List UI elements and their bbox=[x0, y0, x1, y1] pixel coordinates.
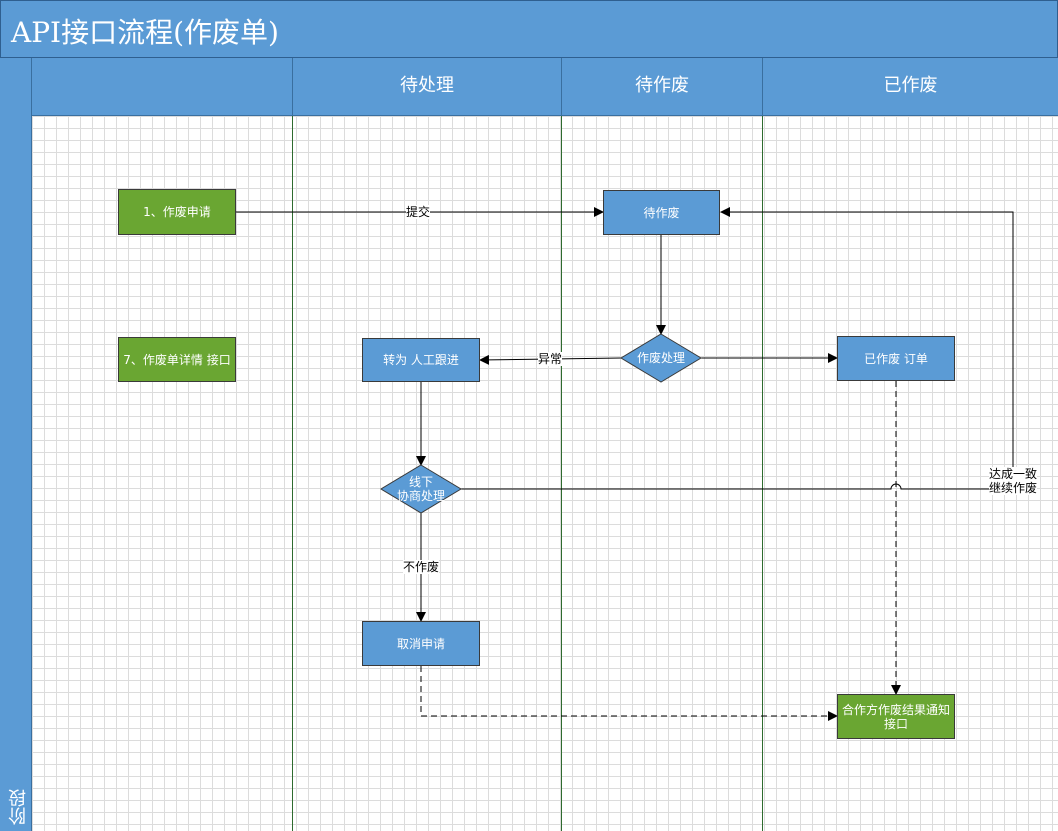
lane-divider bbox=[292, 116, 293, 831]
edge-label-agree: 达成一致 继续作废 bbox=[989, 467, 1038, 495]
decision-offline-shape bbox=[380, 464, 462, 514]
decision-handle-shape bbox=[620, 333, 702, 383]
lane-header-voided: 已作废 bbox=[762, 58, 1058, 116]
node-pending-void: 待作废 bbox=[603, 190, 720, 235]
edge-cancel-to-notify bbox=[420, 666, 838, 721]
lane-divider bbox=[762, 116, 763, 831]
lane-header-pending-void: 待作废 bbox=[561, 58, 762, 116]
lane-header-pending-processing: 待处理 bbox=[292, 58, 561, 116]
title-bar: API接口流程(作废单) bbox=[0, 0, 1058, 58]
edge-label-abnormal: 异常 bbox=[538, 352, 563, 366]
lane-divider bbox=[561, 116, 562, 831]
decision-offline-label: 线下 协商处理 bbox=[381, 475, 461, 503]
edge-label-agree-line2: 继续作废 bbox=[989, 481, 1038, 495]
stage-band: 阶段 bbox=[0, 58, 32, 831]
decision-offline-label-line2: 协商处理 bbox=[396, 489, 445, 503]
diagram-title: API接口流程(作废单) bbox=[11, 16, 279, 49]
node-void-detail: 7、作废单详情 接口 bbox=[118, 337, 236, 382]
node-cancel-apply: 取消申请 bbox=[362, 621, 480, 666]
node-void-apply: 1、作废申请 bbox=[118, 189, 236, 235]
node-voided-order: 已作废 订单 bbox=[837, 336, 955, 381]
decision-handle-label: 作废处理 bbox=[636, 351, 685, 365]
edge-label-agree-line1: 达成一致 bbox=[989, 467, 1038, 481]
node-partner-notify: 合作方作废结果通知接口 bbox=[837, 694, 955, 739]
edge-label-not-void: 不作废 bbox=[403, 560, 440, 574]
edge-agree-continue bbox=[461, 207, 1014, 490]
decision-offline-label-line1: 线下 bbox=[408, 475, 433, 489]
lane-header-row: 待处理 待作废 已作废 bbox=[32, 58, 1058, 116]
node-manual-follow: 转为 人工跟进 bbox=[362, 338, 480, 382]
edge-label-submit: 提交 bbox=[406, 205, 431, 219]
